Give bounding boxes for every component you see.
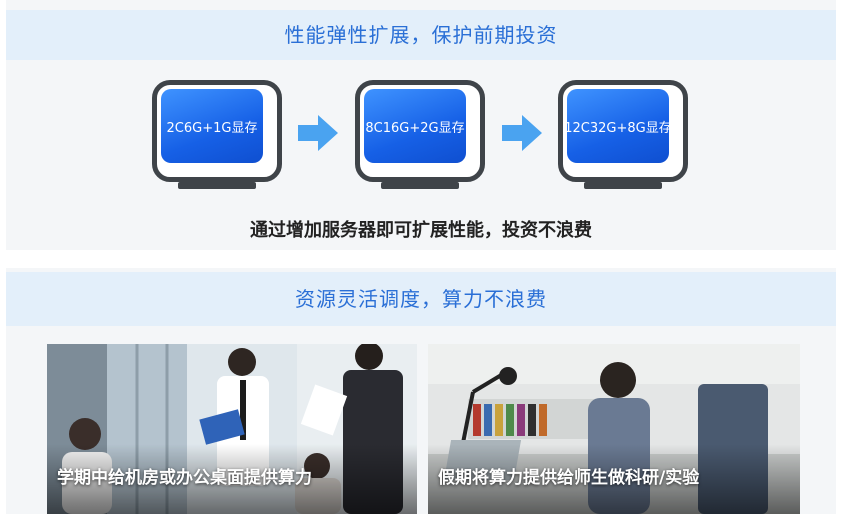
scheduling-section-title: 资源灵活调度，算力不浪费: [6, 272, 836, 326]
monitor-base: [178, 182, 256, 189]
monitor-config-2: 8C16G+2G显存: [355, 80, 485, 190]
office-meeting-photo: 学期中给机房或办公桌面提供算力: [47, 344, 417, 514]
photo-shade: [47, 444, 417, 514]
photo-shade: [428, 444, 800, 514]
monitor-screen-label: 2C6G+1G显存: [161, 89, 263, 163]
right-arrow-icon: [298, 115, 338, 151]
monitor-config-3: 12C32G+8G显存: [558, 80, 688, 190]
scaling-section-title: 性能弹性扩展，保护前期投资: [6, 10, 836, 60]
right-arrow-icon: [502, 115, 542, 151]
monitor-base: [584, 182, 662, 189]
photo-caption: 学期中给机房或办公桌面提供算力: [57, 468, 312, 488]
monitor-screen-label: 8C16G+2G显存: [364, 89, 466, 163]
study-desk-photo: 假期将算力提供给师生做科研/实验: [428, 344, 800, 514]
monitor-neck: [415, 177, 423, 183]
monitor-neck: [212, 177, 220, 183]
photo-caption: 假期将算力提供给师生做科研/实验: [438, 468, 700, 488]
monitor-screen-label: 12C32G+8G显存: [564, 89, 672, 163]
monitor-base: [381, 182, 459, 189]
monitor-config-1: 2C6G+1G显存: [152, 80, 282, 190]
scaling-subtitle: 通过增加服务器即可扩展性能，投资不浪费: [250, 220, 592, 241]
monitor-neck: [618, 177, 626, 183]
